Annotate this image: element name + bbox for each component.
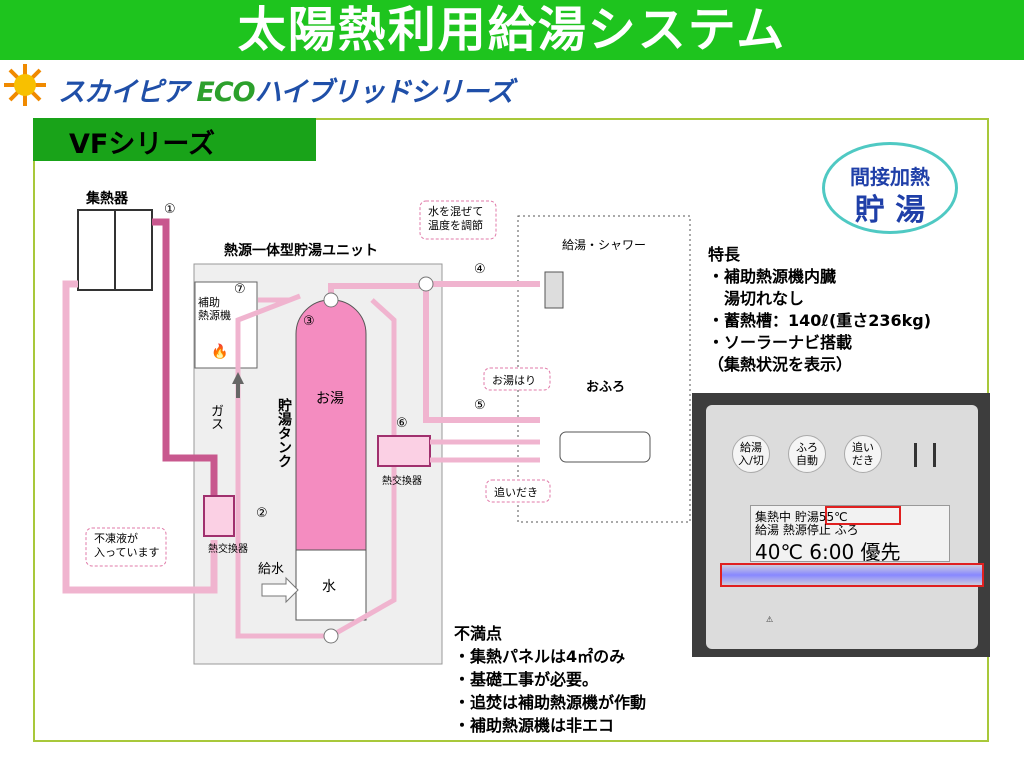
usage-box — [517, 215, 691, 523]
page-title: 太陽熱利用給湯システム — [237, 2, 787, 58]
num-7: ⑦ — [234, 282, 246, 297]
feature-item: （集熱状況を表示） — [708, 355, 853, 374]
faucet — [544, 271, 564, 309]
callout-mix — [419, 200, 497, 240]
callout-reheat — [485, 479, 551, 503]
callout-fill — [483, 367, 551, 391]
supply-arrow — [261, 576, 299, 604]
pipe-bath — [423, 284, 540, 423]
gas-arrow — [232, 372, 244, 398]
num-2: ② — [256, 506, 268, 521]
section-tab: VFシリーズ — [33, 118, 316, 161]
label-collector: 集熱器 — [86, 191, 128, 207]
label-hx2: 熱交換器 — [382, 476, 422, 487]
aux-heater-box — [194, 281, 258, 369]
label-reheat: 追いだき — [494, 486, 538, 499]
cons-item: ・補助熱源機は非エコ — [454, 716, 615, 735]
num-6: ⑥ — [396, 416, 408, 431]
svg-text:🔥: 🔥 — [211, 343, 228, 360]
badge-line1: 間接加熱 — [850, 165, 930, 189]
lcd-row1: 集熱中 貯湯55℃ — [755, 510, 848, 524]
panel-lcd: 集熱中 貯湯55℃ 給湯 熱源停止 ふろ 40℃ 6:00 優先 — [750, 505, 950, 564]
label-shower: 給湯・シャワー — [562, 238, 647, 252]
label-antifreeze: 不凍液が 入っています — [94, 532, 160, 559]
cons-item: ・基礎工事が必要。 — [454, 670, 599, 689]
speaker-icon — [914, 443, 936, 467]
title-bar: 太陽熱利用給湯システム — [0, 0, 1024, 60]
badge-line2: 貯 湯 — [854, 193, 926, 228]
label-supply: 給水 — [258, 562, 285, 577]
label-mix: 水を混ぜて 温度を調節 — [428, 205, 484, 232]
brand-logo: スカイピア ECOハイブリッドシリーズ — [58, 70, 514, 109]
cons-item: ・追焚は補助熱源機が作動 — [454, 693, 647, 712]
num-4: ④ — [474, 262, 486, 277]
badge-indirect: 間接加熱 貯 湯 — [822, 142, 958, 234]
label-aux: 補助 熱源機 — [198, 296, 231, 322]
logo-eco: ECO — [196, 77, 255, 108]
pipe-collector-return — [62, 280, 218, 594]
feature-item: ・蓄熱槽：140ℓ(重さ236kg) — [708, 311, 932, 330]
label-unit: 熱源一体型貯湯ユニット — [224, 243, 378, 259]
pipe-collector-hot — [152, 218, 218, 500]
control-panel-photo: 給湯 入/切 ふろ 自動 追い だき 集熱中 貯湯55℃ 給湯 熱源停止 ふろ … — [692, 393, 990, 657]
hx2 — [377, 435, 431, 467]
logo-series: ハイブリッドシリーズ — [254, 77, 514, 108]
lcd-row2: 給湯 熱源停止 ふろ — [755, 523, 859, 537]
feature-item: ・補助熱源機内臓 — [708, 267, 837, 286]
feature-item: ・ソーラーナビ搭載 — [708, 333, 853, 352]
label-water: 水 — [322, 579, 336, 595]
panel-face: 給湯 入/切 ふろ 自動 追い だき 集熱中 貯湯55℃ 給湯 熱源停止 ふろ … — [706, 405, 984, 649]
label-gas: ガス — [208, 404, 223, 430]
hx1 — [203, 495, 235, 537]
num-5: ⑤ — [474, 398, 486, 413]
label-bath: おふろ — [586, 380, 626, 395]
panel-btn-reheat: 追い だき — [844, 435, 882, 473]
section-label: VFシリーズ — [69, 129, 215, 160]
num-3: ③ — [303, 314, 315, 329]
label-hot: お湯 — [316, 391, 344, 407]
sun-icon — [4, 64, 46, 106]
panel-btn-hotwater: 給湯 入/切 — [732, 435, 770, 473]
panel-btn-autobath: ふろ 自動 — [788, 435, 826, 473]
features: 特長 ・補助熱源機内臓 湯切れなし ・蓄熱槽：140ℓ(重さ236kg) ・ソー… — [708, 244, 931, 376]
lcd-highlight — [825, 506, 901, 525]
feature-item: 湯切れなし — [708, 289, 805, 308]
cons-title: 不満点 — [454, 624, 503, 643]
num-1: ① — [164, 202, 176, 217]
tank-water — [295, 549, 367, 621]
label-tank: 貯湯タンク — [276, 398, 292, 468]
callout-antifreeze — [85, 527, 167, 567]
cons-item: ・集熱パネルは4㎡のみ — [454, 647, 626, 666]
label-hx1: 熱交換器 — [208, 544, 248, 555]
logo-brand: スカイピア — [58, 77, 189, 108]
features-title: 特長 — [708, 245, 741, 264]
bath-tub — [559, 431, 651, 463]
label-fill: お湯はり — [492, 374, 536, 387]
solar-navi-bar — [720, 563, 984, 587]
panel-warning: ⚠ — [766, 615, 774, 624]
drawbacks: 不満点 ・集熱パネルは4㎡のみ ・基礎工事が必要。 ・追焚は補助熱源機が作動 ・… — [454, 622, 646, 737]
pipe-tank-loop — [235, 293, 331, 639]
lcd-row3: 40℃ 6:00 優先 — [755, 540, 901, 564]
